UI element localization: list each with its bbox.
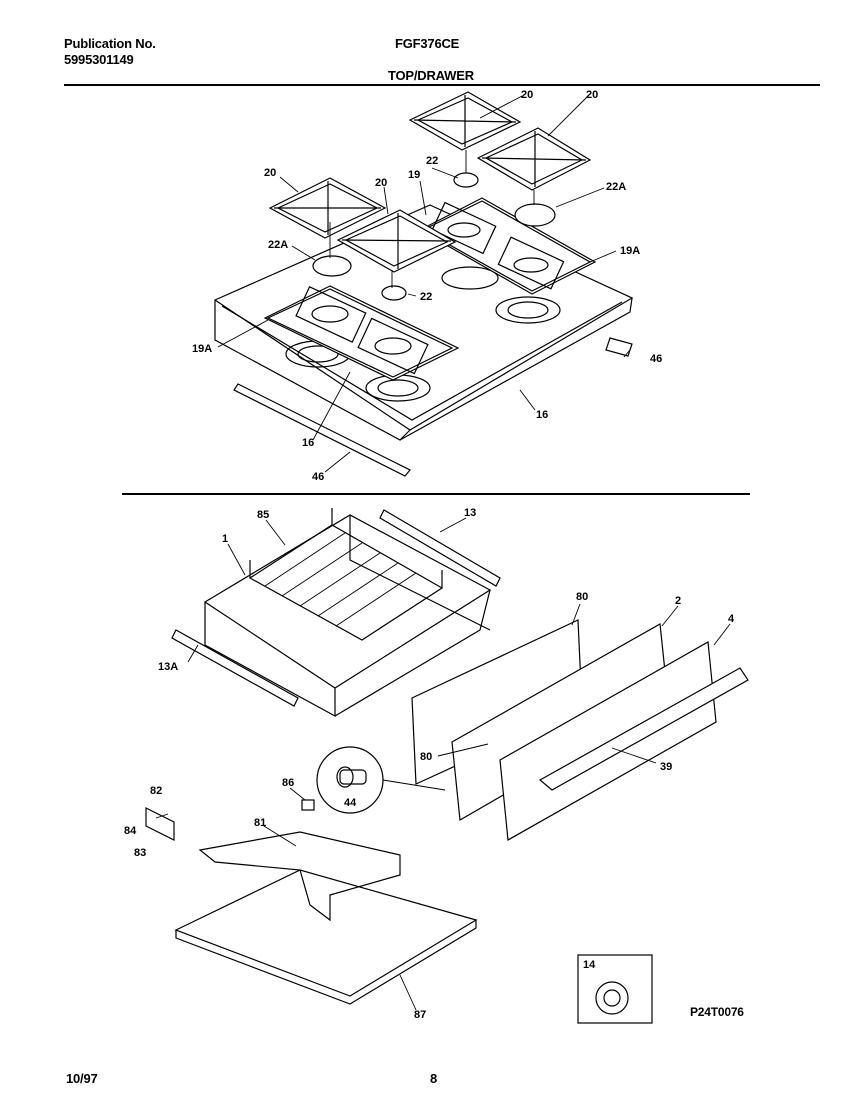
callout-22: 22 xyxy=(426,155,438,167)
callout-84: 84 xyxy=(124,825,137,837)
publication-number: 5995301149 xyxy=(64,52,134,67)
callout-19A: 19A xyxy=(620,245,640,257)
model-number: FGF376CE xyxy=(395,36,460,51)
callout-1: 1 xyxy=(222,533,228,545)
callout-80: 80 xyxy=(576,591,588,603)
drawer-front-panel xyxy=(499,641,717,841)
broil-element xyxy=(198,831,401,922)
callout-87: 87 xyxy=(414,1009,426,1021)
drawer-handle xyxy=(538,667,749,791)
burner-cap-22A-left xyxy=(312,255,352,277)
callout-22A: 22A xyxy=(268,239,288,251)
callout-16: 16 xyxy=(536,409,548,421)
callout-44: 44 xyxy=(344,797,357,809)
callout-20: 20 xyxy=(586,89,598,101)
callout-46: 46 xyxy=(312,471,324,483)
footer-date: 10/97 xyxy=(66,1071,98,1086)
bracket-86 xyxy=(301,799,315,811)
bottom-leader-lines xyxy=(155,517,731,1011)
grate-20-left-rear xyxy=(336,209,457,273)
callout-2: 2 xyxy=(675,595,681,607)
publication-label: Publication No. xyxy=(64,36,156,51)
callout-85: 85 xyxy=(257,509,269,521)
callout-13A: 13A xyxy=(158,661,178,673)
callout-83: 83 xyxy=(134,847,146,859)
callout-19: 19 xyxy=(408,169,420,181)
burner-cap-22-left xyxy=(381,285,407,301)
callout-46: 46 xyxy=(650,353,662,365)
drawer-body xyxy=(203,508,492,718)
callout-19A: 19A xyxy=(192,343,212,355)
grate-20-left-front xyxy=(268,177,387,239)
callout-22A: 22A xyxy=(606,181,626,193)
callout-14: 14 xyxy=(583,959,596,971)
drawer-slide-13A xyxy=(171,629,299,707)
broiler-pan xyxy=(174,869,478,997)
callout-20: 20 xyxy=(375,177,387,189)
callout-20: 20 xyxy=(521,89,533,101)
top-leader-lines xyxy=(217,95,631,473)
callout-39: 39 xyxy=(660,761,672,773)
burner-cap-22A-right xyxy=(514,203,556,227)
grate-20-right-front xyxy=(476,127,592,191)
section-title: TOP/DRAWER xyxy=(388,68,474,83)
drawing-id: P24T0076 xyxy=(690,1005,744,1019)
callout-20: 20 xyxy=(264,167,276,179)
knob-inset-box xyxy=(577,954,653,1024)
ignitor-bracket xyxy=(145,807,175,841)
drawer-slide-13 xyxy=(379,509,501,587)
grate-20-right-rear xyxy=(408,91,522,151)
callout-16: 16 xyxy=(302,437,314,449)
header-rule xyxy=(64,84,820,86)
burner-plate-rear xyxy=(418,197,597,295)
callout-82: 82 xyxy=(150,785,162,797)
callout-80: 80 xyxy=(420,751,432,763)
callout-13: 13 xyxy=(464,507,476,519)
footer-page-number: 8 xyxy=(430,1071,438,1086)
callout-86: 86 xyxy=(282,777,294,789)
callout-81: 81 xyxy=(254,817,266,829)
burner-plate-front xyxy=(263,285,460,381)
burner-cap-22-right xyxy=(453,172,479,188)
callout-22: 22 xyxy=(420,291,432,303)
section-divider xyxy=(122,493,750,495)
callout-4: 4 xyxy=(728,613,735,625)
